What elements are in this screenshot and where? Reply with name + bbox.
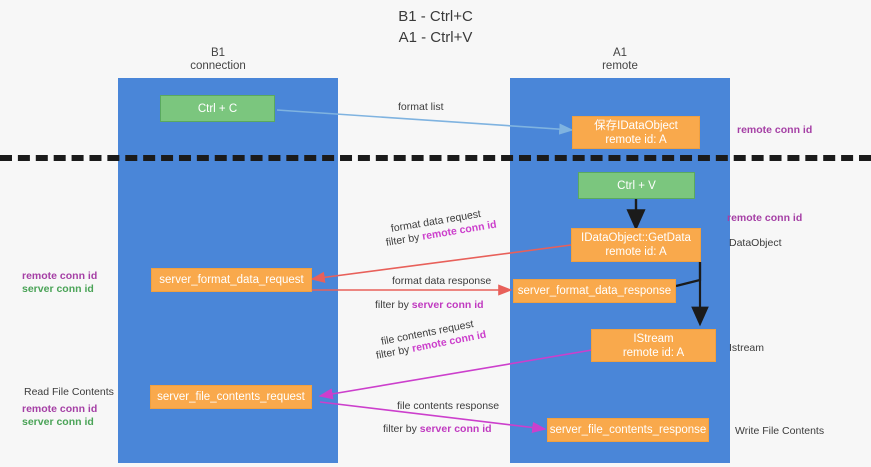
- phase-divider: [0, 155, 871, 161]
- node-server-file-contents-request-label: server_file_contents_request: [157, 391, 305, 403]
- node-getdata-line2: remote id: A: [605, 246, 667, 258]
- node-server-format-data-response[interactable]: server_format_data_response: [513, 279, 676, 303]
- node-server-format-data-request-label: server_format_data_request: [159, 274, 304, 286]
- node-getdata-line1: IDataObject::GetData: [581, 232, 691, 244]
- node-getdata[interactable]: IDataObject::GetData remote id: A: [571, 228, 701, 262]
- right-label-remote-conn-id-top: remote conn id: [737, 124, 813, 136]
- edge-label-format-data-response-filter: filter by server conn id: [375, 299, 484, 312]
- node-server-format-data-response-label: server_format_data_response: [517, 285, 672, 297]
- lane-header-a1-name: A1: [612, 47, 628, 59]
- node-ctrl-c[interactable]: Ctrl + C: [160, 95, 275, 122]
- node-save-idataobject[interactable]: 保存IDataObject remote id: A: [572, 116, 700, 149]
- left-label-remote-conn-id-mid: remote conn id: [22, 270, 98, 282]
- lane-header-b1: B1 connection: [148, 47, 288, 73]
- node-istream[interactable]: IStream remote id: A: [591, 329, 716, 362]
- node-server-file-contents-response[interactable]: server_file_contents_response: [547, 418, 709, 442]
- lane-header-a1: A1 remote: [550, 47, 690, 73]
- filter-key-server-conn-id-1: server conn id: [411, 299, 484, 311]
- left-label-read-file-contents: Read File Contents: [24, 386, 114, 398]
- edge-label-file-contents-response-filter: filter by server conn id: [383, 423, 492, 436]
- filter-prefix-3: filter by: [375, 342, 414, 362]
- node-istream-line2: remote id: A: [622, 346, 685, 359]
- diagram-title-line2: A1 - Ctrl+V: [398, 29, 473, 46]
- right-label-istream: Istream: [729, 342, 765, 354]
- left-label-server-conn-id-mid: server conn id: [22, 283, 94, 295]
- diagram-title-line1: B1 - Ctrl+C: [398, 8, 473, 25]
- filter-key-server-conn-id-2: server conn id: [419, 423, 492, 435]
- left-label-server-conn-id-bottom: server conn id: [22, 416, 94, 428]
- node-ctrl-c-label: Ctrl + C: [197, 102, 238, 115]
- filter-prefix-1: filter by: [385, 230, 424, 249]
- node-ctrl-v[interactable]: Ctrl + V: [578, 172, 695, 199]
- filter-prefix-2: filter by: [375, 299, 412, 311]
- node-save-idataobject-line1: 保存IDataObject: [594, 119, 678, 132]
- node-save-idataobject-line2: remote id: A: [605, 133, 667, 146]
- right-label-remote-conn-id-mid: remote conn id: [727, 212, 803, 224]
- node-server-file-contents-response-label: server_file_contents_response: [549, 424, 707, 436]
- right-label-dataobject: DataObject: [729, 237, 782, 249]
- edge-label-file-contents-response: file contents response: [397, 400, 500, 412]
- lane-header-a1-sub: remote: [602, 60, 638, 72]
- lane-header-b1-name: B1: [210, 47, 226, 59]
- left-label-remote-conn-id-bottom: remote conn id: [22, 403, 98, 415]
- node-ctrl-v-label: Ctrl + V: [617, 179, 656, 192]
- diagram-title: B1 - Ctrl+C A1 - Ctrl+V: [0, 6, 871, 48]
- node-istream-line1: IStream: [633, 332, 674, 345]
- filter-prefix-4: filter by: [383, 423, 420, 435]
- node-server-file-contents-request[interactable]: server_file_contents_request: [150, 385, 312, 409]
- lane-header-b1-sub: connection: [190, 60, 246, 72]
- edge-label-format-data-response: format data response: [392, 275, 492, 287]
- node-server-format-data-request[interactable]: server_format_data_request: [151, 268, 312, 292]
- right-label-write-file-contents: Write File Contents: [735, 425, 825, 437]
- edge-label-format-list: format list: [398, 101, 444, 113]
